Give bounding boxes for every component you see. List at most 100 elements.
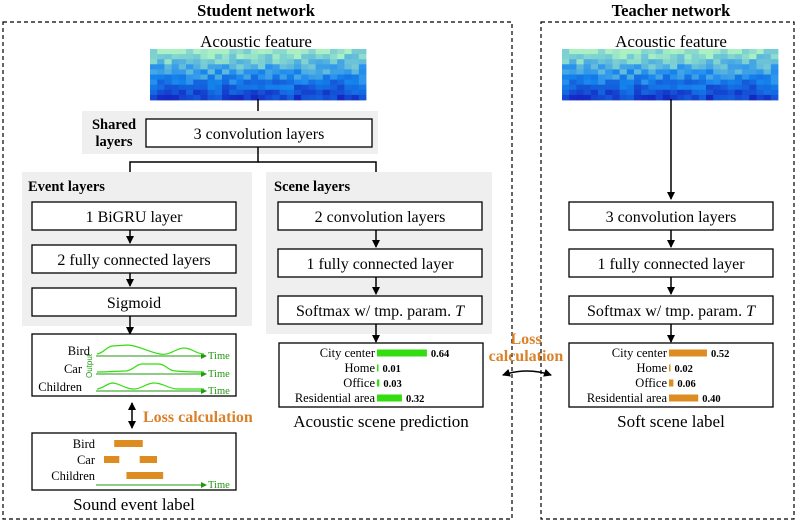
spectrogram-cell (655, 54, 664, 60)
spectrogram-cell (157, 74, 165, 80)
spectrogram-cell (612, 74, 620, 80)
spectrogram-cell (186, 59, 194, 65)
spectrogram-cell (770, 79, 779, 86)
spectrogram-cell (308, 49, 316, 55)
event-sigmoid-box (31, 287, 237, 317)
spectrogram-cell (619, 64, 628, 70)
spectrogram-cell (576, 59, 584, 65)
spectrogram-cell (727, 84, 736, 91)
spectrogram-cell (763, 64, 772, 70)
event-fc-box (31, 244, 237, 274)
spectrogram-cell (641, 79, 649, 86)
spectrogram-cell (619, 94, 628, 101)
spectrogram-cell (351, 94, 360, 101)
spectrogram-cell (279, 79, 288, 86)
spectrogram-cell (157, 94, 165, 101)
spectrogram-cell (250, 79, 259, 86)
spectrogram-cell (569, 74, 577, 80)
spectrogram-cell (214, 69, 223, 75)
spectrogram-cell (344, 64, 352, 70)
spectrogram-cell (164, 49, 172, 55)
spectrogram-cell (677, 74, 685, 80)
spectrogram-cell (749, 59, 757, 65)
spectrogram-cell (634, 84, 642, 91)
spectrogram-cell (265, 79, 273, 86)
spectrogram-cell (301, 69, 309, 75)
spectrogram-cell (749, 64, 757, 70)
spectrogram-cell (193, 84, 201, 91)
spectrogram-cell (351, 89, 360, 96)
scene-bar (377, 349, 427, 357)
spectrogram-cell (698, 64, 707, 70)
spectrogram-cell (265, 84, 273, 91)
spectrogram-cell (742, 69, 750, 75)
spectrogram-cell (670, 94, 678, 101)
spectrogram-cell (294, 49, 302, 55)
spectrogram-cell (150, 84, 158, 91)
spectrogram-cell (178, 59, 187, 65)
spectrogram-cell (698, 79, 707, 86)
spectrogram-cell (742, 74, 750, 80)
spectrogram-cell (720, 59, 728, 65)
spectrogram-cell (612, 69, 620, 75)
spectrogram-cell (742, 59, 750, 65)
scene-fc-label: 1 fully connected layer (306, 256, 454, 273)
spectrogram-cell (315, 74, 324, 80)
spectrogram-cell (655, 64, 664, 70)
spectrogram-cell (698, 84, 707, 91)
spectrogram-cell (164, 84, 172, 91)
spectrogram-cell (691, 59, 700, 65)
spectrogram-cell (734, 84, 743, 91)
spectrogram-cell (344, 54, 352, 60)
spectrogram-cell (229, 54, 237, 60)
spectrogram-cell (576, 94, 584, 101)
spectrogram-cell (691, 54, 700, 60)
spectrogram-cell (301, 94, 309, 101)
spectrogram-cell (200, 84, 208, 91)
spectrogram-cell (648, 54, 656, 60)
spectrogram-cell (301, 64, 309, 70)
spectrogram-cell (583, 79, 592, 86)
spectrogram-cell (229, 89, 237, 96)
spectrogram-cell (301, 59, 309, 65)
spectrogram-cell (590, 49, 599, 55)
cross-loss-arrow (502, 368, 552, 377)
sound-event-class-1: Car (77, 453, 96, 467)
spectrogram-cell (720, 64, 728, 70)
spectrogram-cell (207, 64, 216, 70)
spectrogram-cell (713, 84, 721, 91)
spectrogram-cell (562, 79, 570, 86)
scene-layers-title: Scene layers (274, 179, 350, 195)
spectrogram-cell (171, 64, 180, 70)
spectrogram-cell (713, 79, 721, 86)
spectrogram-cell (677, 64, 685, 70)
spectrogram-cell (171, 89, 180, 96)
spectrogram-cell (214, 79, 223, 86)
sound-event-class-0: Bird (73, 437, 96, 451)
spectrogram-cell (684, 79, 692, 86)
spectrogram-cell (720, 49, 728, 55)
spectrogram-cell (770, 94, 779, 101)
spectrogram-cell (164, 69, 172, 75)
spectrogram-cell (612, 59, 620, 65)
spectrogram-cell (677, 54, 685, 60)
spectrogram-cell (684, 69, 692, 75)
sound-event-segment (114, 440, 143, 447)
spectrogram-cell (157, 79, 165, 86)
spectrogram-cell (301, 89, 309, 96)
spectrogram-cell (655, 49, 664, 55)
spectrogram-cell (770, 84, 779, 91)
spectrogram-cell (207, 69, 216, 75)
spectrogram-cell (749, 74, 757, 80)
spectrogram-cell (229, 74, 237, 80)
spectrogram-cell (279, 49, 288, 55)
spectrogram-cell (756, 84, 764, 91)
spectrogram-cell (243, 54, 252, 60)
soft-scene-label-caption: Soft scene label (617, 412, 725, 431)
spectrogram-cell (590, 69, 599, 75)
spectrogram-cell (677, 79, 685, 86)
spectrogram-cell (727, 54, 736, 60)
spectrogram-cell (727, 64, 736, 70)
spectrogram-cell (200, 74, 208, 80)
teacher-spectrogram (562, 49, 779, 101)
